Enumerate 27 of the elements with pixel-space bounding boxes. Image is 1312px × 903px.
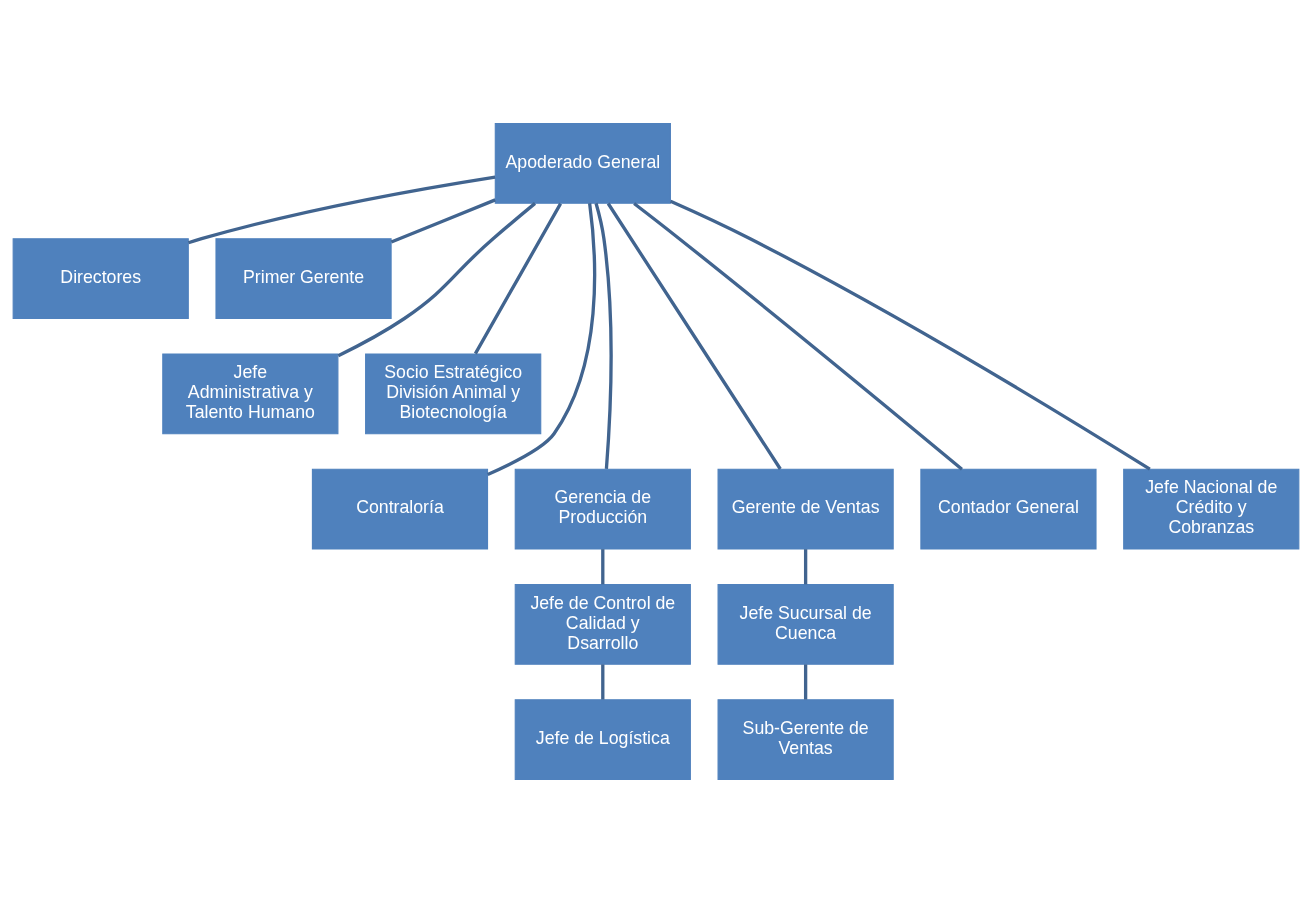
connector: [390, 198, 496, 244]
connector: [487, 203, 597, 476]
node-box: Jefe de Control de Calidad y Dsarrollo: [514, 583, 691, 665]
node-box: Jefe Nacional de Crédito y Cobranzas: [1123, 468, 1300, 550]
node-box: Directores: [12, 238, 189, 320]
connector: [187, 175, 496, 245]
connector: [473, 202, 562, 355]
node-box: Sub-Gerente de Ventas: [717, 699, 894, 781]
node-box: Gerencia de Producción: [514, 468, 691, 550]
connector: [803, 549, 808, 585]
node-box: Jefe Administrativa y Talento Humano: [162, 353, 339, 435]
connector: [633, 202, 963, 471]
connector: [803, 664, 808, 700]
node-box: Jefe Sucursal de Cuenca: [717, 583, 894, 665]
connector: [337, 202, 537, 358]
connector: [601, 549, 605, 585]
connector: [669, 199, 1151, 471]
node-box: Contador General: [920, 468, 1097, 550]
node-box: Contraloría: [311, 468, 489, 550]
node-box: Apoderado General: [494, 122, 671, 204]
node-box: Gerente de Ventas: [717, 468, 894, 550]
connector: [606, 202, 782, 470]
connector: [594, 202, 613, 470]
node-box: Jefe de Logística: [514, 699, 691, 781]
node-box: Socio Estratégico División Animal y Biotecnología: [365, 353, 542, 435]
node-box: Primer Gerente: [215, 238, 392, 320]
connector: [601, 664, 605, 700]
